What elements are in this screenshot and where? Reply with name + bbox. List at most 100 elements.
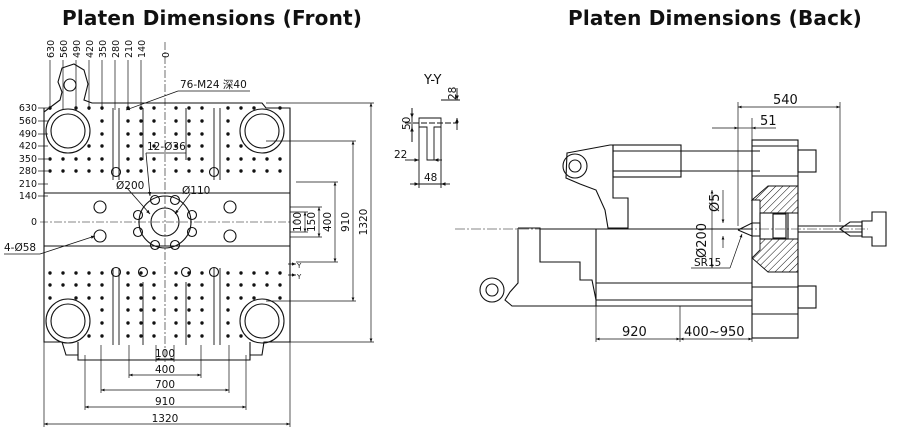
tapped-hole <box>226 283 230 287</box>
tapped-hole <box>100 283 104 287</box>
tapped-hole <box>139 296 143 300</box>
tapped-hole-grid <box>48 106 282 338</box>
tapped-hole <box>187 283 191 287</box>
tapped-hole <box>139 271 143 275</box>
tapped-hole <box>239 157 243 161</box>
tapped-hole <box>152 308 156 312</box>
bottom-dim-1320: 1320 <box>152 413 179 425</box>
tapped-hole <box>100 119 104 123</box>
tapped-hole <box>48 169 52 173</box>
top-scale-140: 140 <box>137 40 148 58</box>
tapped-hole <box>174 296 178 300</box>
tapped-hole <box>152 132 156 136</box>
right-dim-400: 400 <box>322 212 334 232</box>
front-platen-drawing <box>43 63 291 361</box>
tapped-hole <box>174 334 178 338</box>
tapped-hole <box>152 283 156 287</box>
tapped-hole <box>87 144 91 148</box>
top-scale-0: 0 <box>161 52 172 58</box>
tapped-hole <box>87 271 91 275</box>
tapped-hole <box>174 157 178 161</box>
tapped-hole <box>126 334 130 338</box>
tapped-hole <box>226 296 230 300</box>
top-scale-210: 210 <box>124 40 135 58</box>
tapped-hole <box>200 169 204 173</box>
tapped-hole <box>152 169 156 173</box>
tapped-hole <box>252 271 256 275</box>
tapped-hole <box>252 296 256 300</box>
tap-callout: 76-M24 深40 <box>180 79 247 91</box>
tapped-hole <box>139 132 143 136</box>
back-hatch-upper <box>750 185 799 214</box>
back-dim-51: 51 <box>760 114 777 129</box>
tapped-hole <box>61 271 65 275</box>
section-mark-2: Y <box>296 273 302 281</box>
back-radius: SR15 <box>694 257 721 269</box>
tapped-hole <box>126 157 130 161</box>
tapped-hole <box>187 157 191 161</box>
left-scale-630: 630 <box>19 103 37 114</box>
tapped-hole <box>174 308 178 312</box>
left-scale-350: 350 <box>19 154 37 165</box>
tapped-hole <box>174 132 178 136</box>
tapped-hole <box>252 169 256 173</box>
tapped-hole <box>100 308 104 312</box>
tapped-hole <box>226 157 230 161</box>
tapped-hole <box>239 283 243 287</box>
tapped-hole <box>100 321 104 325</box>
top-scale-560: 560 <box>59 40 70 58</box>
tapped-hole <box>48 271 52 275</box>
left-scale-0: 0 <box>31 217 37 228</box>
tapped-hole <box>187 132 191 136</box>
tapped-hole <box>152 144 156 148</box>
bottom-dim-910: 910 <box>155 396 175 408</box>
top-scale-420: 420 <box>85 40 96 58</box>
tapped-hole <box>239 169 243 173</box>
top-scale-280: 280 <box>111 40 122 58</box>
back-dims <box>595 102 841 342</box>
tapped-hole <box>200 271 204 275</box>
front-right-dims <box>266 102 374 343</box>
tapped-hole <box>74 271 78 275</box>
tapped-hole <box>152 271 156 275</box>
tapped-hole <box>100 334 104 338</box>
tapped-hole <box>226 271 230 275</box>
tapped-hole <box>74 157 78 161</box>
bottom-dim-400: 400 <box>155 364 175 376</box>
tapped-hole <box>239 334 243 338</box>
bottom-dim-100: 100 <box>155 348 175 360</box>
tapped-hole <box>187 334 191 338</box>
tapped-hole <box>139 144 143 148</box>
tapped-hole <box>174 144 178 148</box>
section-dim-50: 50 <box>401 117 413 130</box>
tapped-hole <box>87 334 91 338</box>
tapped-hole <box>126 132 130 136</box>
hole-callout: 12-Ø36 <box>147 141 186 153</box>
tapped-hole <box>174 119 178 123</box>
tapped-hole <box>139 308 143 312</box>
tapped-hole <box>226 321 230 325</box>
ring-inner-label: Ø110 <box>182 185 210 197</box>
tapped-hole <box>174 169 178 173</box>
section-dim-28: 28 <box>447 87 459 100</box>
tapped-hole <box>226 169 230 173</box>
tapped-hole <box>200 334 204 338</box>
tapped-hole <box>126 169 130 173</box>
tie-bar-holes <box>45 108 285 344</box>
tapped-hole <box>200 119 204 123</box>
back-dim-5: Ø5 <box>708 193 723 212</box>
tapped-hole <box>139 334 143 338</box>
tapped-hole <box>100 271 104 275</box>
left-scale-140: 140 <box>19 191 37 202</box>
tapped-hole <box>226 132 230 136</box>
front-top-scale <box>49 60 142 110</box>
back-platen-drawing <box>479 139 887 339</box>
tapped-hole <box>187 296 191 300</box>
tapped-hole <box>87 157 91 161</box>
back-dim-540: 540 <box>773 93 798 108</box>
tapped-hole <box>200 308 204 312</box>
tapped-hole <box>61 157 65 161</box>
tapped-hole <box>187 106 191 110</box>
tapped-hole <box>265 169 269 173</box>
